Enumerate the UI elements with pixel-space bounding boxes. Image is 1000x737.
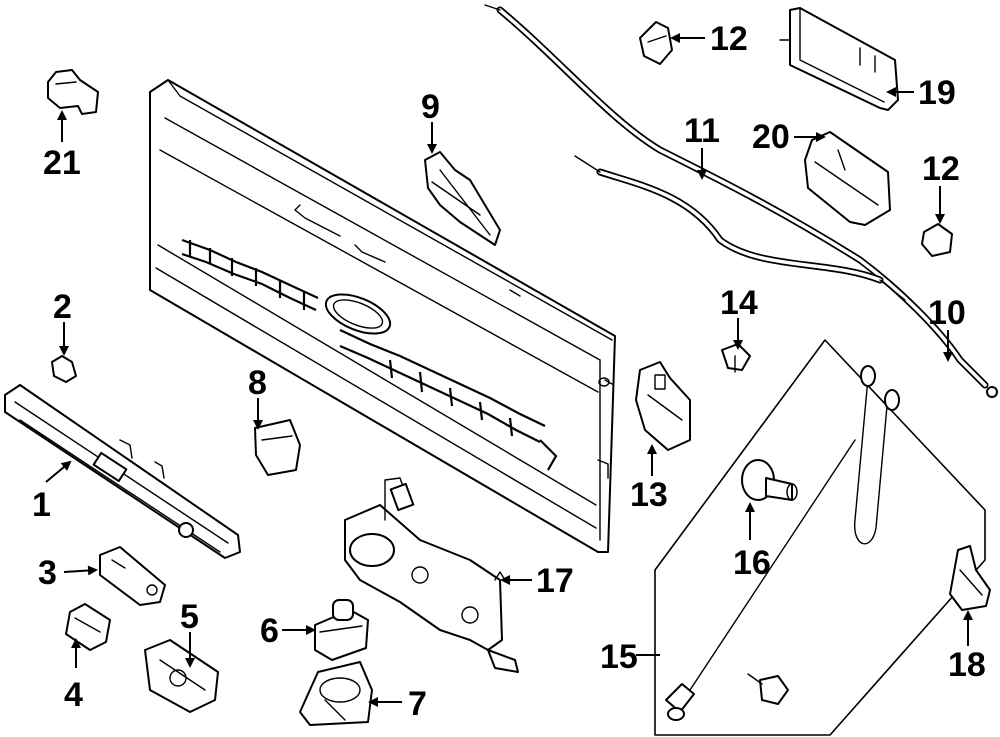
callout-9: 9	[421, 88, 440, 126]
bracket-part-21	[47, 69, 99, 115]
callout-2: 2	[53, 288, 72, 326]
callout-7: 7	[408, 685, 427, 723]
sensor-part-8	[254, 419, 301, 476]
callout-6: 6	[260, 612, 279, 650]
handle-bezel-part-1	[4, 384, 241, 559]
push-pin-part-14	[721, 343, 751, 373]
support-cable-kit-part-15	[654, 339, 986, 736]
clip-part-2	[51, 355, 77, 383]
callout-12-upper: 12	[710, 20, 748, 58]
housing-part-7	[299, 661, 373, 726]
callout-3: 3	[38, 554, 57, 592]
callout-10: 10	[928, 294, 966, 332]
callout-17: 17	[536, 562, 574, 600]
callout-12-lower: 12	[922, 150, 960, 188]
actuator-part-6	[314, 599, 369, 661]
latch-part-5	[144, 639, 219, 713]
upper-cable-10	[484, 4, 998, 398]
callout-5: 5	[180, 598, 199, 636]
callout-11: 11	[684, 112, 720, 150]
lock-part-13	[635, 361, 691, 451]
lower-cable-11	[574, 155, 906, 301]
hinge-bracket-part-9	[424, 151, 501, 246]
callout-20: 20	[752, 118, 790, 156]
callout-8: 8	[248, 364, 267, 402]
callout-18: 18	[948, 646, 986, 684]
hinge-part-18	[949, 545, 991, 611]
latch-motor-part-17	[344, 477, 519, 673]
module-bracket-part-20	[804, 131, 891, 226]
control-module-part-19	[779, 7, 899, 111]
clip-part-12-upper	[639, 21, 673, 65]
callout-14: 14	[720, 284, 758, 322]
clip-part-12-lower	[921, 223, 953, 257]
leader-lines	[45, 33, 973, 707]
callout-1: 1	[32, 486, 51, 524]
callout-19: 19	[918, 74, 956, 112]
callout-21: 21	[43, 144, 81, 182]
callout-13: 13	[630, 476, 668, 514]
callout-15: 15	[600, 638, 638, 676]
callout-4: 4	[64, 676, 83, 714]
switch-part-4	[65, 603, 111, 651]
tailgate-panel	[149, 79, 616, 553]
callout-16: 16	[733, 544, 771, 582]
bracket-part-3	[99, 546, 166, 606]
bushing-part-16	[741, 459, 798, 501]
